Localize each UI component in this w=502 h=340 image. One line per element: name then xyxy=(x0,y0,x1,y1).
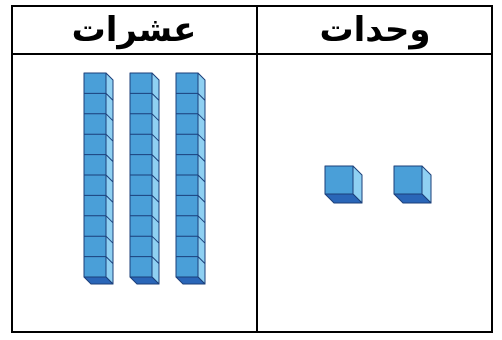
tens-rod xyxy=(84,73,113,284)
cube-front-face xyxy=(394,166,422,194)
cube-front-face xyxy=(325,166,353,194)
tens-rod xyxy=(176,73,205,284)
tens-blocks xyxy=(84,73,205,284)
tens-rod xyxy=(130,73,159,284)
units-column-header: وحدات xyxy=(258,6,492,54)
unit-cube xyxy=(325,166,362,203)
units-blocks xyxy=(325,166,431,203)
tens-column-header: عشرات xyxy=(12,6,256,54)
unit-cube xyxy=(394,166,431,203)
